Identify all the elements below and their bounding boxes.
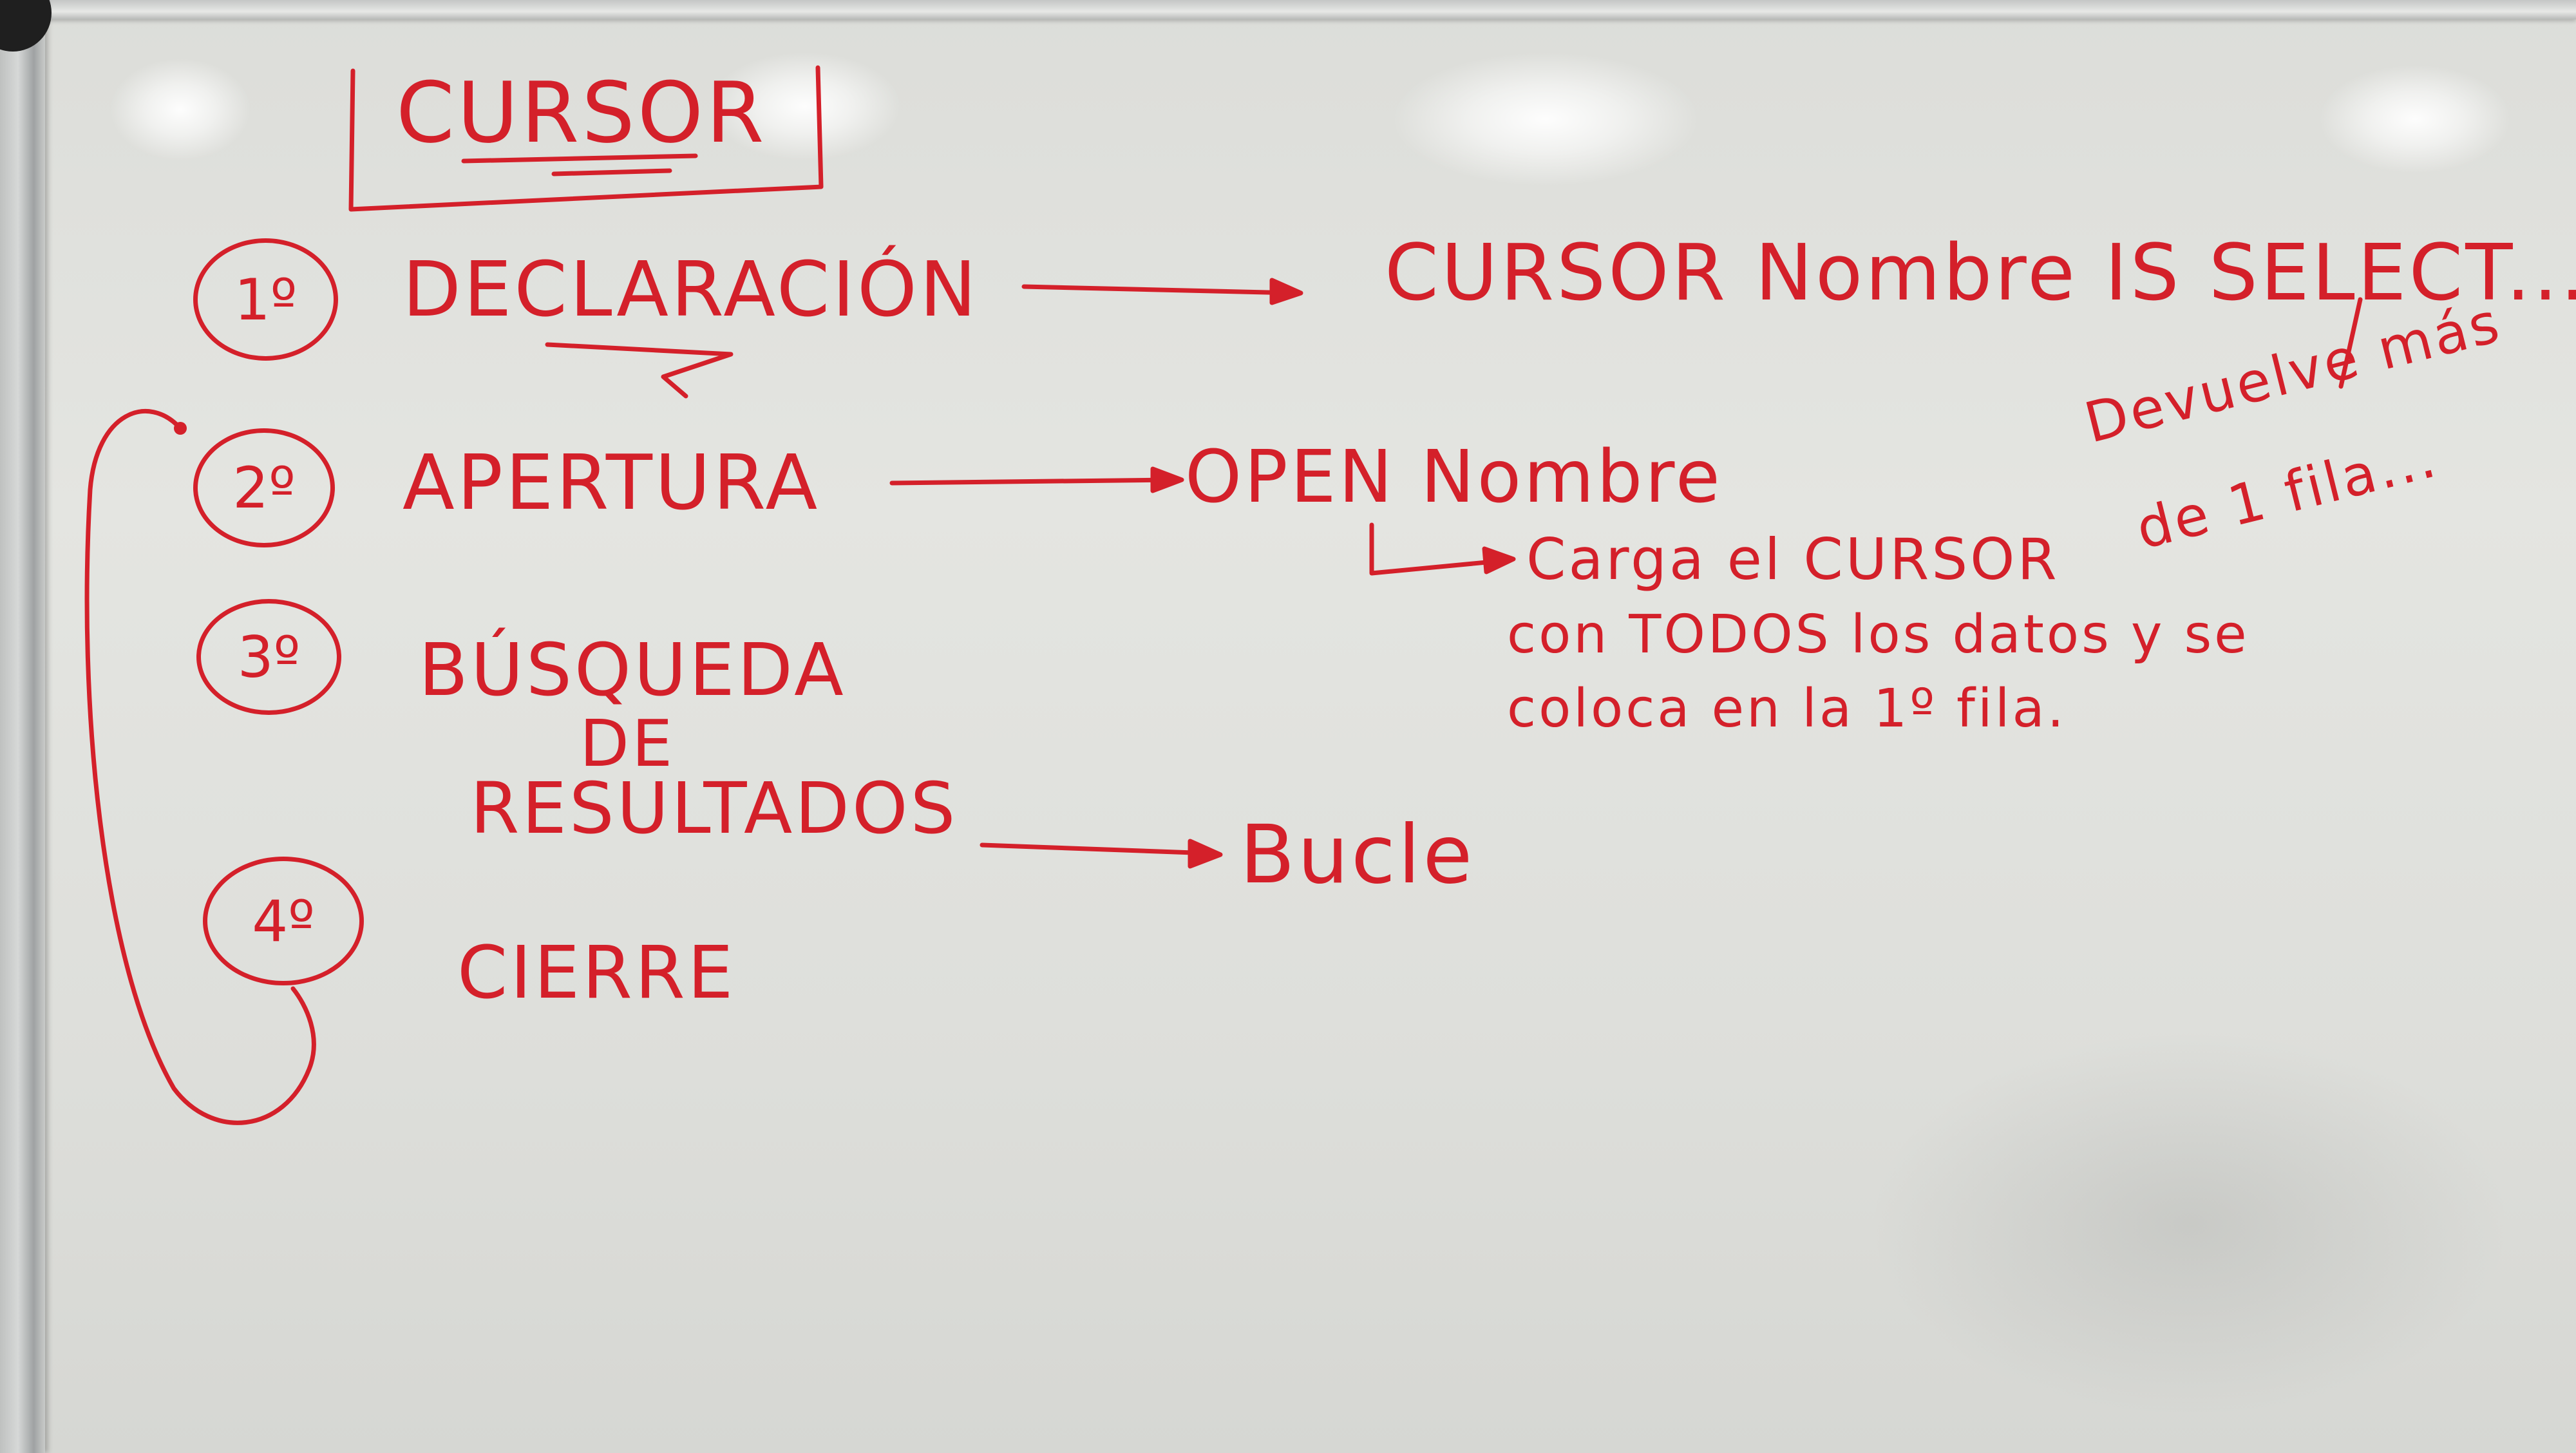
apertura-arrow (889, 477, 1175, 486)
loop-arrow (84, 409, 316, 1125)
apertura-note-arrow (1369, 522, 1510, 576)
title-box (348, 65, 824, 212)
declaracion-underline (545, 342, 734, 399)
board-title: CURSOR (396, 64, 767, 162)
ceiling-light-reflection (708, 52, 902, 161)
whiteboard-frame-top (0, 0, 2576, 19)
apertura-note-arrow-head (1482, 546, 1516, 575)
step-2-badge: 2º (193, 428, 335, 547)
step-1-label: DECLARACIÓN (402, 245, 980, 334)
step-3-badge: 3º (196, 599, 341, 715)
step-3-label-line3: RESULTADOS (470, 767, 958, 850)
declaracion-arrow (1021, 284, 1297, 296)
busqueda-arrow (980, 842, 1213, 856)
whiteboard-frame-left (0, 0, 45, 1453)
apertura-note-line1: Carga el CURSOR (1526, 526, 2060, 593)
apertura-note-line2: con TODOS los datos y se (1507, 604, 2249, 665)
ceiling-light-reflection (2318, 64, 2512, 174)
apertura-note-line3: coloca en la 1º fila. (1507, 678, 2067, 739)
step-2-label: APERTURA (402, 438, 820, 527)
declaracion-result: CURSOR Nombre IS SELECT... (1385, 229, 2576, 318)
apertura-result: OPEN Nombre (1185, 435, 1723, 519)
step-3-label-line2: DE (580, 706, 676, 781)
busqueda-arrow-head (1188, 839, 1223, 869)
board-shadow (1868, 1030, 2512, 1417)
step-1-badge: 1º (193, 238, 338, 361)
step-3-label-line1: BÚSQUEDA (419, 629, 846, 712)
busqueda-result: Bucle (1240, 808, 1475, 902)
step-4-label: CIERRE (457, 931, 736, 1015)
title-underline (461, 153, 698, 164)
title-underline (551, 168, 672, 176)
select-note-pointer (2338, 297, 2363, 389)
apertura-arrow-head (1150, 466, 1184, 493)
step-4-badge: 4º (203, 857, 364, 985)
declaracion-arrow-head (1269, 278, 1303, 305)
ceiling-light-reflection (1391, 52, 1700, 187)
ceiling-light-reflection (109, 58, 251, 161)
